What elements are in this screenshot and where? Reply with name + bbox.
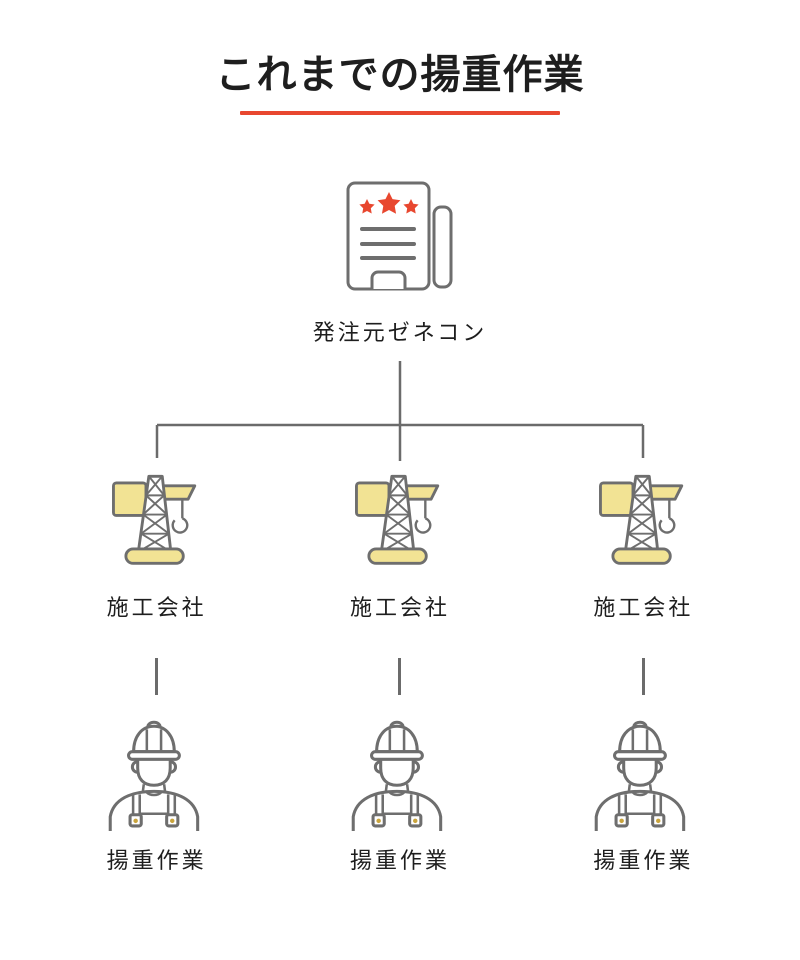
worker-icon	[351, 720, 443, 831]
building-window-lines	[359, 227, 416, 260]
contractor-label: 発注元ゼネコン	[312, 320, 488, 345]
crane-icon	[598, 474, 684, 565]
building-annex	[432, 205, 452, 289]
title-underline	[240, 111, 560, 115]
page-title: これまでの揚重作業	[215, 53, 585, 97]
building-door	[370, 270, 406, 289]
org-column: 施工会社	[522, 460, 765, 875]
stars-decoration	[358, 192, 419, 214]
company-label: 施工会社	[593, 595, 694, 620]
org-column: 施工会社	[278, 460, 521, 875]
org-column: 施工会社	[35, 460, 278, 875]
company-label: 施工会社	[349, 595, 450, 620]
work-label: 揚重作業	[593, 848, 694, 873]
column-connector-line	[155, 658, 159, 695]
work-label: 揚重作業	[349, 848, 450, 873]
column-connector-line	[641, 658, 645, 695]
building-icon	[346, 181, 452, 291]
column-connector-line	[398, 658, 402, 695]
worker-icon	[108, 720, 199, 831]
company-label: 施工会社	[106, 595, 207, 620]
connector-lines	[155, 361, 645, 461]
org-columns: 施工会社	[35, 460, 765, 875]
work-label: 揚重作業	[106, 848, 207, 873]
crane-icon	[112, 474, 197, 565]
crane-icon	[355, 474, 440, 565]
worker-icon	[595, 720, 686, 831]
